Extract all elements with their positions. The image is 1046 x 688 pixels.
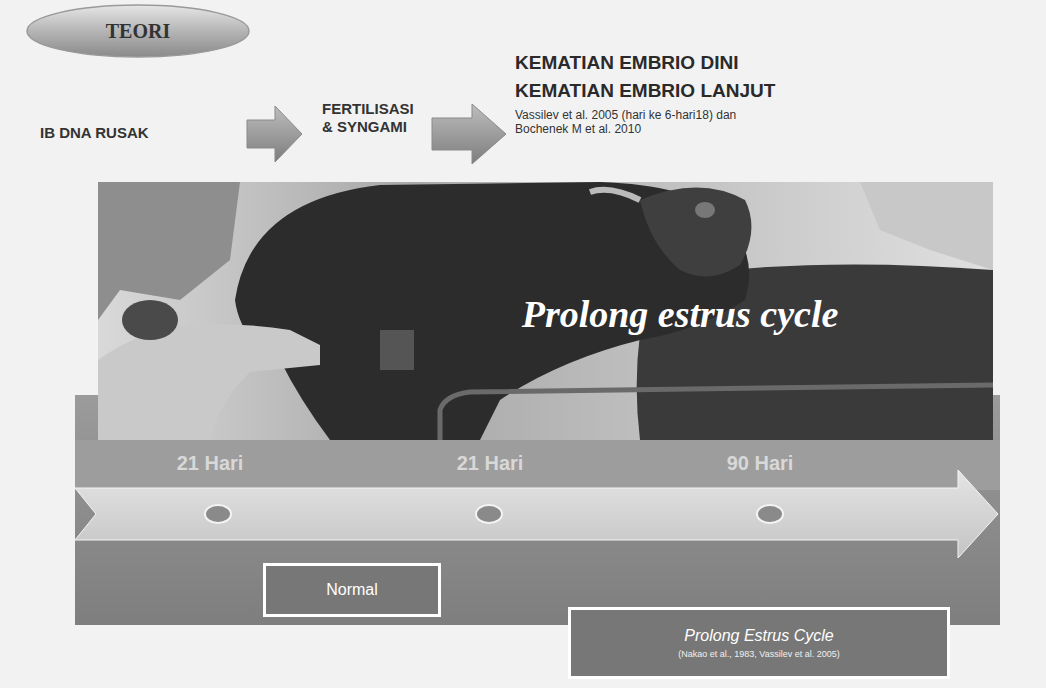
node-text: Normal (326, 580, 378, 599)
timeline-dot (205, 505, 231, 523)
box-shape (265, 565, 440, 616)
title-oval: TEORI (25, 3, 251, 59)
interval-label: 21 Hari (120, 451, 300, 475)
oval-shape (27, 5, 249, 57)
interval-label: 90 Hari (670, 451, 850, 475)
timeline-dot (476, 505, 502, 523)
node-note: (Nakao et al., 1983, Vassilev et al. 200… (678, 649, 839, 660)
block-arrow (432, 104, 506, 164)
node-text: TEORI (106, 19, 170, 43)
interval-label: 21 Hari (400, 451, 580, 475)
phase-box: Prolong Estrus Cycle (Nakao et al., 1983,… (568, 607, 950, 679)
step-label: IB DNA RUSAK (40, 124, 240, 142)
timeline-band (75, 440, 1000, 490)
step-label: FERTILISASI & SYNGAMI (322, 100, 422, 136)
result-label: KEMATIAN EMBRIO DINI (515, 52, 1035, 75)
block-arrow (247, 106, 302, 162)
citation-note: Vassilev et al. 2005 (hari ke 6-hari18) … (515, 108, 765, 137)
timeline-dot (757, 505, 783, 523)
node-text: Prolong Estrus Cycle (684, 626, 833, 645)
result-label: KEMATIAN EMBRIO LANJUT (515, 80, 1035, 103)
photo-bull-mating (98, 182, 993, 440)
timeline-arrow (75, 470, 998, 558)
phase-box: Normal (263, 563, 441, 617)
photo-caption: Prolong estrus cycle (440, 292, 920, 338)
box-shape (570, 609, 949, 678)
